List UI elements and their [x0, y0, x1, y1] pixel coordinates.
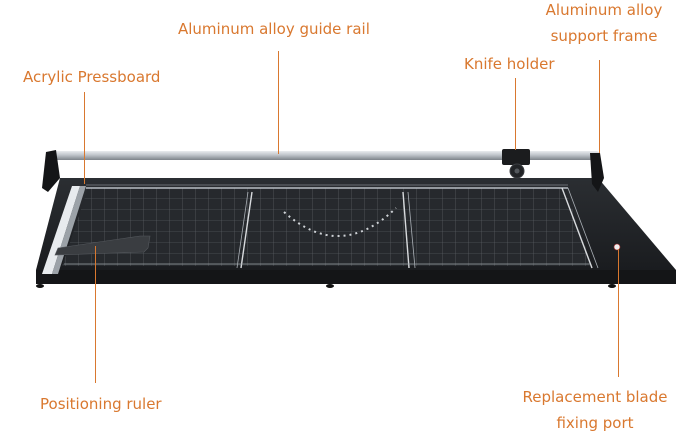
label-support-frame-line1: Aluminum alloy: [545, 1, 663, 19]
leader-line-pressboard: [84, 92, 86, 184]
leader-line-blade-port: [618, 249, 620, 377]
leader-line-knife-holder: [515, 78, 517, 150]
guide-rail: [42, 150, 604, 192]
knife-holder: [502, 149, 530, 179]
label-blade-port: Replacement blade fixing port: [520, 386, 670, 434]
leader-line-positioning-ruler: [95, 246, 97, 383]
label-support-frame-line2: support frame: [550, 27, 658, 45]
blade-port-hole: [613, 243, 621, 251]
cutting-mat-grid: [62, 184, 599, 269]
label-positioning-ruler: Positioning ruler: [40, 395, 162, 413]
label-knife-holder: Knife holder: [464, 55, 555, 73]
leader-line-guide-rail: [278, 51, 280, 154]
label-acrylic-pressboard: Acrylic Pressboard: [23, 68, 161, 86]
label-guide-rail: Aluminum alloy guide rail: [178, 20, 370, 38]
label-blade-port-line1: Replacement blade: [522, 388, 668, 406]
positioning-ruler: [54, 235, 151, 256]
label-support-frame: Aluminum alloy support frame: [540, 0, 668, 47]
leader-line-support-frame: [599, 60, 601, 153]
label-blade-port-line2: fixing port: [556, 414, 634, 432]
